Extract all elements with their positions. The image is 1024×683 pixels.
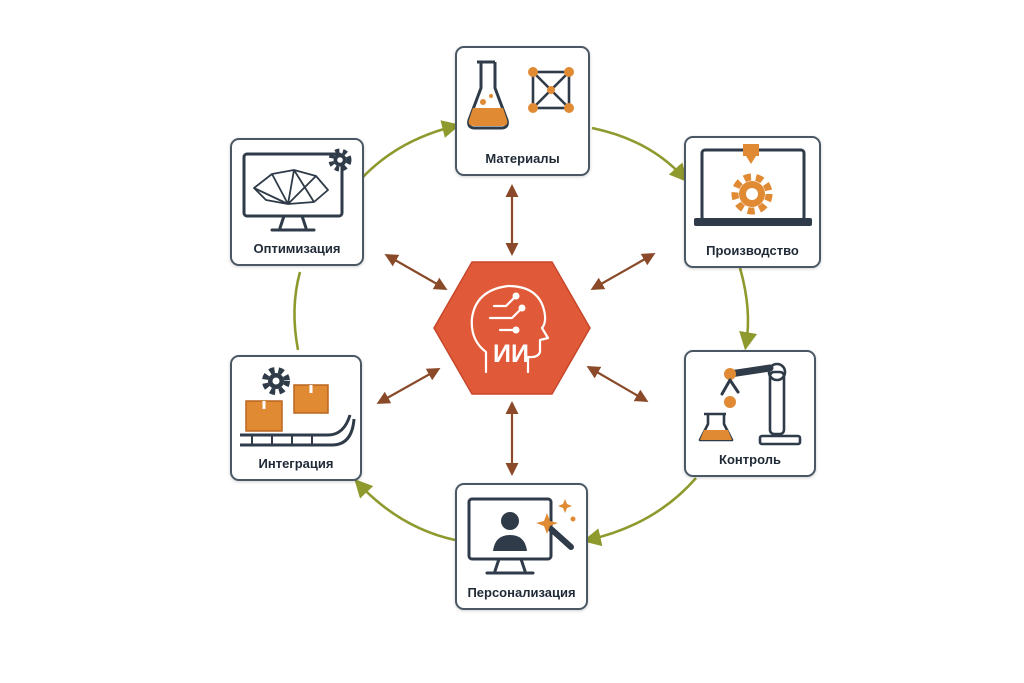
spoke-optimization bbox=[384, 254, 448, 290]
spoke-arrows bbox=[376, 184, 656, 476]
node-optimization[interactable]: Оптимизация bbox=[230, 138, 364, 266]
node-materials[interactable]: Материалы bbox=[455, 46, 590, 176]
node-control[interactable]: Контроль bbox=[684, 350, 816, 477]
monitor-mesh-gear-icon bbox=[242, 148, 352, 232]
node-production[interactable]: Производство bbox=[684, 136, 821, 268]
spoke-control bbox=[586, 366, 649, 402]
node-label-control: Контроль bbox=[719, 452, 781, 467]
node-label-production: Производство bbox=[706, 243, 799, 258]
node-integration[interactable]: Интеграция bbox=[230, 355, 362, 481]
arrow-personalization-to-integration bbox=[354, 479, 456, 542]
node-label-materials: Материалы bbox=[485, 151, 560, 166]
conveyor-boxes-gear-icon bbox=[240, 367, 356, 447]
robot-arm-icon bbox=[698, 362, 802, 446]
arrow-production-to-control bbox=[738, 267, 758, 351]
node-label-optimization: Оптимизация bbox=[253, 241, 341, 256]
node-personalization[interactable]: Персонализация bbox=[455, 483, 588, 610]
spoke-integration bbox=[376, 368, 441, 404]
arrow-control-to-personalization bbox=[582, 477, 697, 547]
flask-lattice-icon bbox=[467, 60, 574, 130]
node-label-integration: Интеграция bbox=[258, 456, 334, 471]
spoke-production bbox=[590, 253, 656, 290]
node-label-personalization: Персонализация bbox=[467, 585, 576, 600]
arrow-optimization-to-materials bbox=[361, 120, 461, 179]
printer-gear-icon bbox=[694, 144, 812, 226]
arrow-integration-to-optimization bbox=[293, 271, 302, 351]
cycle-arrows bbox=[293, 120, 758, 547]
user-monitor-magic-wand-icon bbox=[467, 497, 576, 575]
arrow-materials-to-production bbox=[591, 126, 688, 183]
